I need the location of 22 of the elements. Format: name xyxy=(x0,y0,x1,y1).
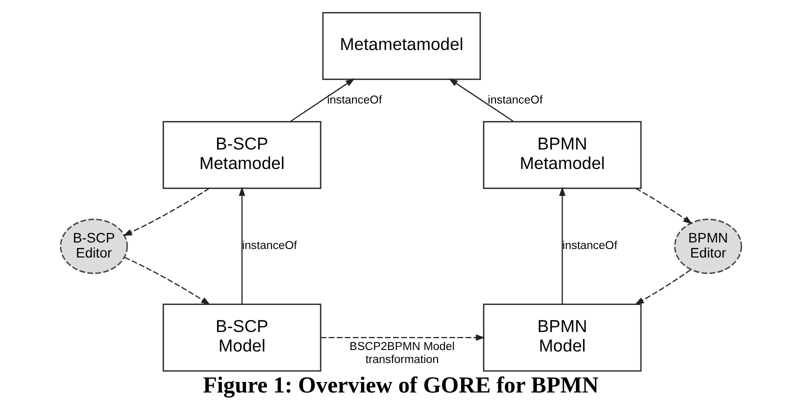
arrow xyxy=(320,334,485,341)
arrow xyxy=(289,78,354,122)
node-box: B-SCP Model xyxy=(162,304,321,372)
arrow xyxy=(124,256,210,305)
edge-label: instanceOf xyxy=(326,94,382,106)
arrow xyxy=(238,186,245,304)
arrow xyxy=(558,186,566,304)
node-box: B-SCP Metamodel xyxy=(162,121,321,190)
caption: Figure 1: Overview of GORE for BPMN xyxy=(202,372,598,398)
arrow xyxy=(122,188,209,236)
arrow xyxy=(448,78,514,122)
node-ellipse: B-SCP Editor xyxy=(59,218,128,274)
edge-label: instanceOf xyxy=(242,240,296,252)
node-box: BPMN Model xyxy=(482,304,642,372)
edge-label: BSCP2BPMN Model transformation xyxy=(349,341,454,366)
node-box: BPMN Metamodel xyxy=(482,121,642,190)
edge-label: instanceOf xyxy=(487,94,542,106)
node-box: Metametamodel xyxy=(322,12,480,80)
arrow xyxy=(635,188,692,224)
node-ellipse: BPMN Editor xyxy=(674,218,742,274)
edge-label: instanceOf xyxy=(562,240,617,252)
arrow xyxy=(634,269,690,305)
